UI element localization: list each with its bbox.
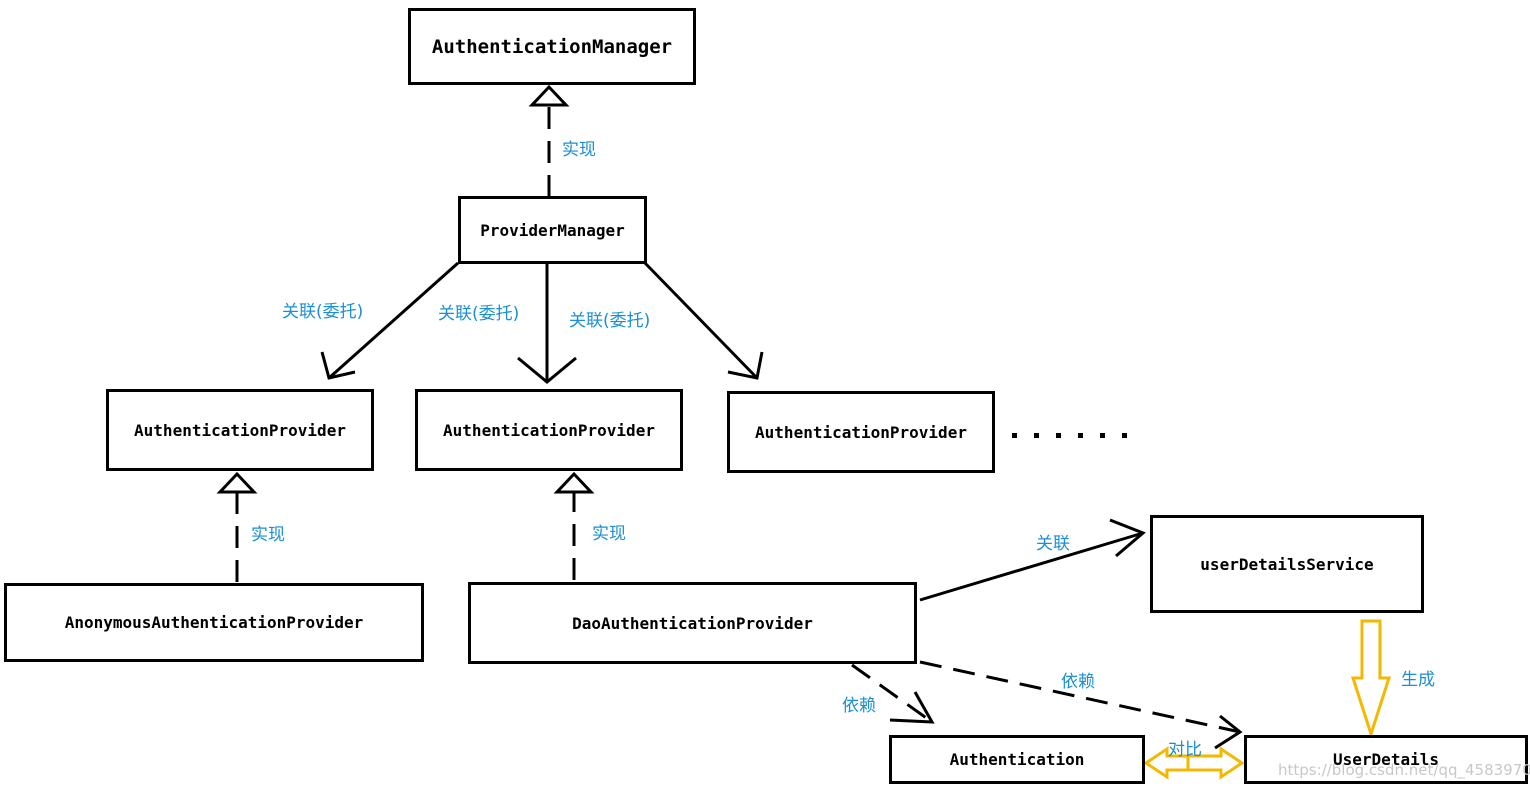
associate-label: 关联 xyxy=(1036,534,1070,554)
authentication-provider-label-2: AuthenticationProvider xyxy=(443,420,655,440)
user-details-service-box: userDetailsService xyxy=(1150,515,1424,613)
delegate-label-3: 关联(委托) xyxy=(569,311,651,331)
depends-label-user-details: 依赖 xyxy=(1061,672,1095,692)
realization-arrowhead-provider-1 xyxy=(216,471,258,494)
realization-arrowhead-manager xyxy=(528,84,570,107)
implements-label-manager: 实现 xyxy=(562,140,596,160)
user-details-label: UserDetails xyxy=(1333,750,1439,769)
watermark: https://blog.csdn.net/qq_45839708 xyxy=(1278,761,1530,779)
provider-manager-box: ProviderManager xyxy=(458,196,647,264)
generates-arrow xyxy=(1350,619,1392,739)
authentication-provider-label-3: AuthenticationProvider xyxy=(755,422,967,442)
depends-line-user-details xyxy=(919,660,1241,734)
realization-arrowhead-provider-2 xyxy=(553,471,595,494)
authentication-box: Authentication xyxy=(889,735,1145,784)
authentication-manager-label: AuthenticationManager xyxy=(431,35,673,58)
compare-double-arrow xyxy=(1143,746,1245,780)
ellipsis-dots xyxy=(1012,433,1127,438)
provider-manager-label: ProviderManager xyxy=(480,220,625,240)
authentication-provider-box-1: AuthenticationProvider xyxy=(106,389,374,471)
delegate-label-2: 关联(委托) xyxy=(438,304,520,324)
depends-line-authentication xyxy=(851,663,933,724)
delegate-arrowhead-2 xyxy=(517,356,577,384)
authentication-manager-box: AuthenticationManager xyxy=(408,8,696,85)
delegate-arrowhead-1 xyxy=(320,351,356,380)
associate-line xyxy=(919,531,1144,602)
implements-label-dao: 实现 xyxy=(592,524,626,544)
depends-arrowhead-authentication xyxy=(889,691,935,724)
authentication-provider-box-3: AuthenticationProvider xyxy=(727,391,995,473)
authentication-provider-label-1: AuthenticationProvider xyxy=(134,420,346,440)
associate-arrowhead xyxy=(1109,518,1146,558)
dao-authentication-provider-label: DaoAuthenticationProvider xyxy=(572,613,813,633)
dao-authentication-provider-box: DaoAuthenticationProvider xyxy=(468,582,917,664)
anonymous-authentication-provider-label: AnonymousAuthenticationProvider xyxy=(64,613,364,632)
delegate-line-1 xyxy=(328,261,459,380)
anonymous-authentication-provider-box: AnonymousAuthenticationProvider xyxy=(4,583,424,662)
delegate-label-1: 关联(委托) xyxy=(282,302,364,322)
user-details-box: UserDetails xyxy=(1244,735,1528,784)
compare-label: 对比 xyxy=(1168,740,1202,760)
depends-label-authentication: 依赖 xyxy=(842,696,876,716)
authentication-label: Authentication xyxy=(949,750,1085,769)
implements-label-anonymous: 实现 xyxy=(251,525,285,545)
delegate-arrowhead-3 xyxy=(727,351,764,380)
generates-label: 生成 xyxy=(1401,670,1435,690)
authentication-provider-box-2: AuthenticationProvider xyxy=(415,389,683,471)
depends-arrowhead-user-details xyxy=(1214,714,1243,750)
user-details-service-label: userDetailsService xyxy=(1200,554,1374,574)
delegate-line-3 xyxy=(643,261,759,380)
